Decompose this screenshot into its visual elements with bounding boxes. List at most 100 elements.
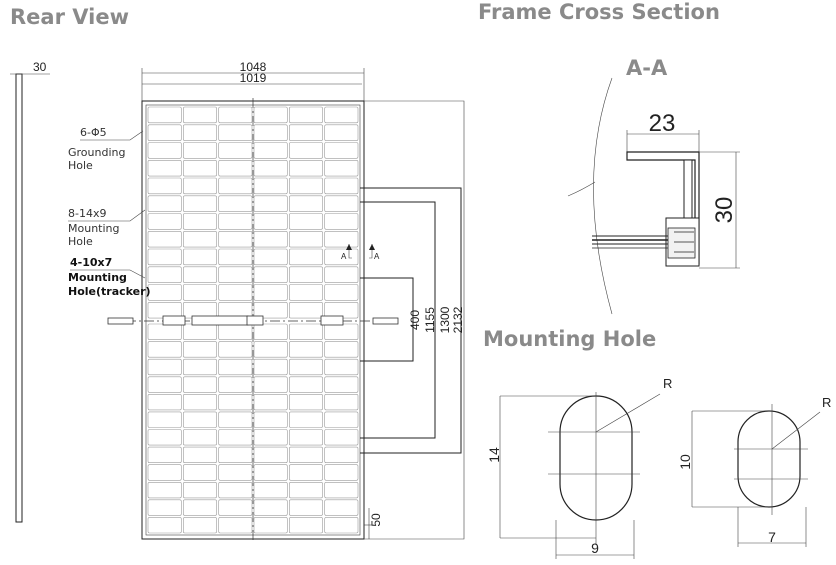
solar-cell	[183, 266, 217, 283]
solar-cell	[288, 106, 323, 124]
solar-cell	[147, 358, 182, 376]
solar-cell	[253, 142, 288, 159]
solar-cell	[253, 411, 288, 428]
solar-cell	[324, 481, 359, 499]
mounting-hole-heading: Mounting Hole	[483, 327, 656, 351]
solar-cell	[324, 341, 359, 358]
solar-cell	[183, 429, 217, 446]
solar-cell	[253, 124, 288, 141]
solar-cell	[253, 464, 288, 481]
tracker-line2: Hole(tracker)	[68, 285, 151, 298]
section-aa-label: A-A	[626, 56, 668, 80]
solar-cell	[218, 284, 253, 301]
solar-cell	[288, 481, 323, 499]
solar-cell	[324, 142, 359, 159]
mounting-hole-large: 14 9 R	[486, 376, 672, 559]
solar-cell	[147, 195, 182, 212]
solar-cell	[183, 411, 217, 428]
solar-cell	[253, 358, 288, 376]
solar-cell	[253, 177, 288, 195]
solar-cell	[147, 323, 182, 340]
solar-cell	[288, 429, 323, 446]
junction-box-cable	[107, 315, 399, 326]
solar-cell	[324, 517, 359, 534]
solar-cell	[218, 429, 253, 446]
solar-cell	[147, 142, 182, 159]
dim-1300: 1300	[438, 306, 452, 333]
solar-cell	[324, 393, 359, 411]
solar-cell	[324, 499, 359, 516]
grounding-spec: 6-Φ5	[80, 126, 107, 139]
sealant-block	[667, 227, 696, 259]
inner-width-dim: 1019	[240, 71, 267, 85]
frame-cross-section: 23 30	[567, 77, 740, 315]
hole-callouts: 6-Φ5 Grounding Hole 8-14x9 Mounting Hole…	[68, 126, 151, 298]
solar-cell	[147, 177, 182, 195]
solar-cell	[147, 481, 182, 499]
solar-cell	[324, 429, 359, 446]
solar-cell	[288, 266, 323, 283]
solar-cell	[253, 517, 288, 534]
solar-cell	[147, 160, 182, 177]
cell-grid	[147, 106, 359, 534]
solar-cell	[288, 393, 323, 411]
solar-cell	[218, 231, 253, 248]
solar-cell	[253, 106, 288, 124]
solar-cell	[218, 177, 253, 195]
solar-cell	[147, 248, 182, 266]
small-hole-width-dim: 7	[768, 529, 776, 545]
solar-cell	[253, 499, 288, 516]
solar-cell	[218, 266, 253, 283]
solar-cell	[253, 429, 288, 446]
slot-outline-small	[737, 410, 801, 508]
solar-cell	[288, 411, 323, 428]
solar-cell	[183, 124, 217, 141]
solar-cell	[324, 284, 359, 301]
mounting-line2: Hole	[68, 235, 93, 248]
solar-cell	[183, 195, 217, 212]
solar-cell	[253, 284, 288, 301]
solar-cell	[324, 323, 359, 340]
solar-cell	[147, 266, 182, 283]
solar-cell	[183, 358, 217, 376]
solar-cell	[288, 195, 323, 212]
solar-cell	[288, 142, 323, 159]
solar-cell	[218, 499, 253, 516]
solar-cell	[147, 393, 182, 411]
solar-cell	[183, 248, 217, 266]
solar-cell	[218, 248, 253, 266]
solar-cell	[324, 411, 359, 428]
mounting-line1: Mounting	[68, 222, 120, 235]
dim-2132: 2132	[451, 306, 465, 333]
solar-cell	[253, 301, 288, 319]
solar-cell	[288, 284, 323, 301]
overall-width-dim: 1048	[240, 60, 267, 74]
solar-cell	[183, 213, 217, 230]
dim-50: 50	[369, 513, 383, 527]
solar-cell	[324, 464, 359, 481]
solar-cell	[218, 195, 253, 212]
solar-cell	[288, 323, 323, 340]
dim-400: 400	[408, 310, 422, 330]
solar-cell	[288, 376, 323, 393]
solar-cell	[147, 411, 182, 428]
cross-section-height-dim: 30	[711, 197, 738, 224]
solar-cell	[218, 517, 253, 534]
solar-cell	[324, 266, 359, 283]
solar-cell	[183, 231, 217, 248]
grounding-line1: Grounding	[68, 146, 125, 159]
section-mark-left: A	[341, 252, 347, 261]
solar-cell	[183, 341, 217, 358]
solar-cell	[288, 341, 323, 358]
solar-cell	[183, 106, 217, 124]
dim-1155: 1155	[423, 307, 437, 333]
solar-cell	[147, 124, 182, 141]
mounting-hole-small: 10 7 R	[677, 395, 831, 547]
solar-cell	[324, 213, 359, 230]
solar-cell	[324, 248, 359, 266]
height-dimensions: 400 1155 1300 2132 50	[360, 100, 465, 540]
solar-cell	[218, 160, 253, 177]
solar-cell	[218, 464, 253, 481]
solar-cell	[183, 323, 217, 340]
